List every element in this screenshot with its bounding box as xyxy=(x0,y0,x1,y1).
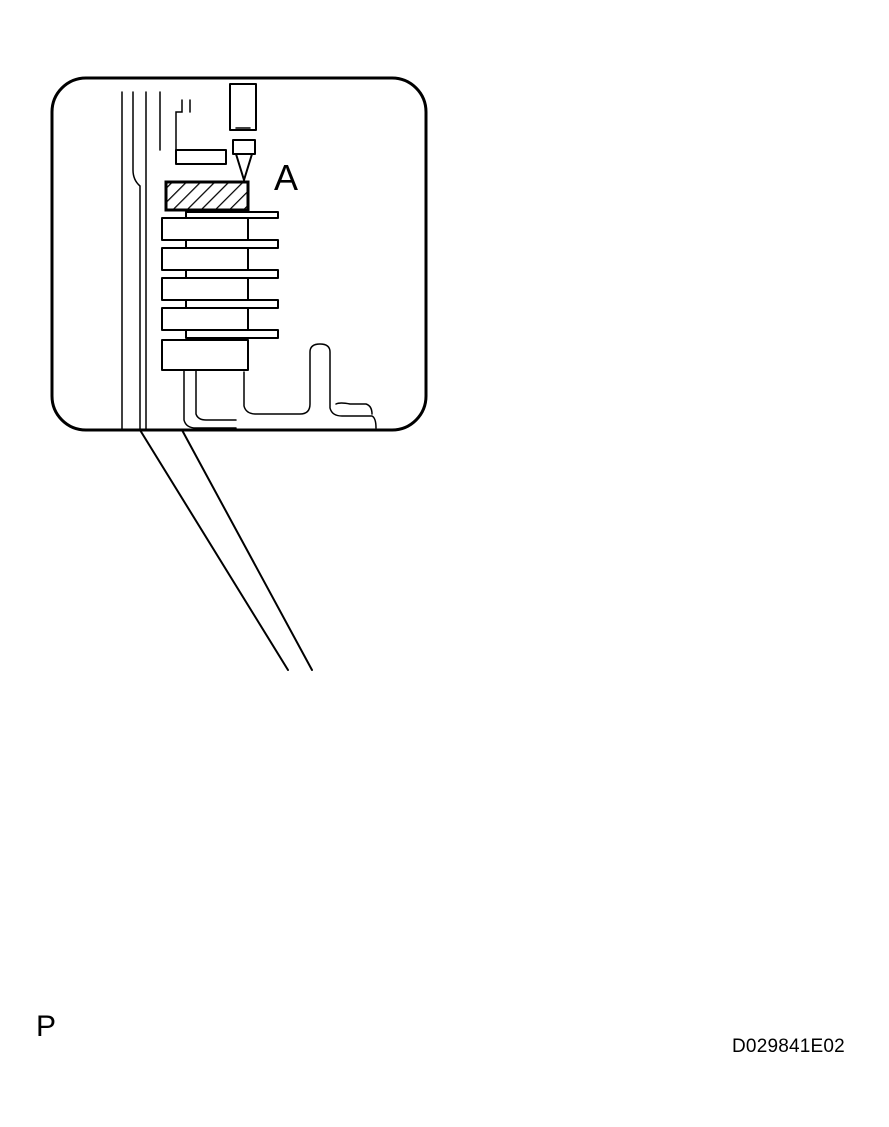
drawing-id-label: D029841E02 xyxy=(732,1036,845,1057)
pressure-plate xyxy=(164,180,250,212)
part-marker-label: A xyxy=(274,157,299,198)
clutch-discs xyxy=(161,211,279,371)
gauge-spindle xyxy=(229,83,257,181)
view-code-label: P xyxy=(36,1010,57,1043)
housing-lines xyxy=(121,91,237,431)
callout-left xyxy=(50,76,428,671)
